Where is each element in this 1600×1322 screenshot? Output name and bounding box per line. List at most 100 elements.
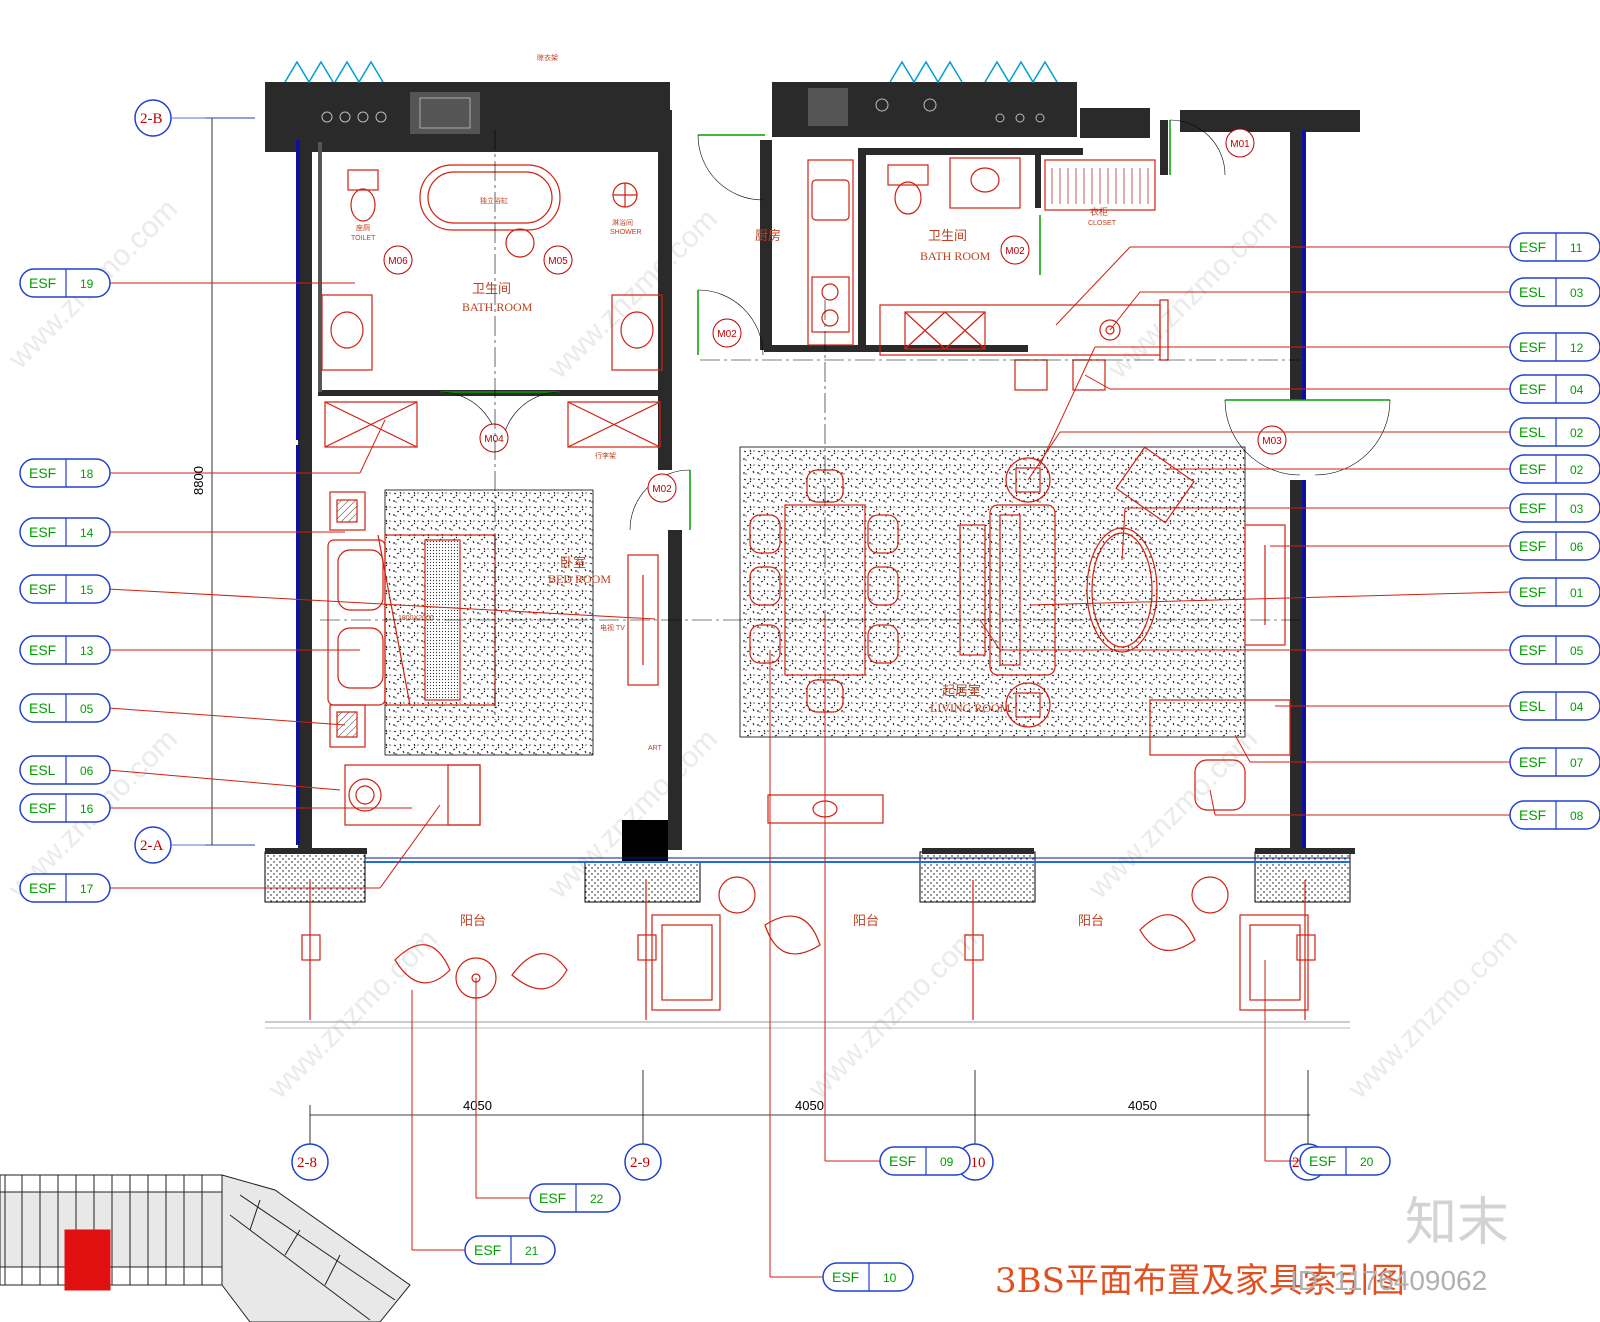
index-tag-number: 02 [1570, 426, 1584, 440]
room-label: 阳台 [460, 914, 486, 929]
index-tag-number: 20 [1360, 1155, 1374, 1169]
axis-label: 2-8 [297, 1155, 317, 1171]
coffee-table [1086, 527, 1158, 653]
index-tag-frame [1509, 691, 1600, 721]
room-label: BED ROOM [548, 572, 611, 586]
index-tag-frame [19, 873, 111, 903]
window-marks [284, 60, 1058, 84]
fixture-label: TOILET [351, 235, 376, 242]
fixture-label: 座厕 [356, 223, 370, 232]
room-label: 厨房 [755, 228, 781, 244]
index-tag-code: ESL [1519, 284, 1546, 300]
index-tag-number: 06 [80, 764, 94, 778]
index-tag-code: ESF [29, 800, 56, 816]
dimension-vertical: 8800 [191, 466, 206, 495]
index-tag-frame [1509, 277, 1600, 307]
desk [344, 764, 481, 826]
key-plan-inset [0, 1174, 411, 1322]
watermark-text: www.znzmo.com [261, 922, 444, 1105]
index-tag-code: ESF [1519, 381, 1546, 397]
index-tag-number: 22 [590, 1192, 604, 1206]
index-tag-number: 07 [1570, 756, 1584, 770]
index-tag-code: ESF [1519, 339, 1546, 355]
index-tag-code: ESF [889, 1153, 916, 1169]
index-tag-code: ESF [832, 1269, 859, 1285]
dimension-lines [172, 117, 1310, 1160]
index-tag-code: ESL [1519, 698, 1546, 714]
room-label: CLOSET [1088, 220, 1117, 227]
tv-cabinet-living [1244, 524, 1286, 646]
balcony-slab [264, 848, 1355, 1029]
index-tag-number: 12 [1570, 341, 1584, 355]
index-tag-code: ESF [474, 1242, 501, 1258]
nightstand-bottom [329, 704, 366, 748]
index-tag: ESF 16 [19, 793, 111, 823]
index-tag-number: 18 [80, 467, 94, 481]
fixture-label: 电视 TV [600, 623, 625, 632]
room-label: 卫生间 [928, 229, 967, 244]
index-tag-frame [1509, 232, 1600, 262]
nightstand-top [329, 491, 366, 531]
door-tag: M04 [484, 434, 504, 445]
index-tag-code: ESF [1519, 239, 1546, 255]
index-tag-number: 03 [1570, 502, 1584, 516]
room-label: LIVING ROOM [930, 701, 1011, 715]
index-tag-frame [1509, 454, 1600, 484]
dimension-span: 4050 [463, 1098, 492, 1113]
index-tag-frame [19, 517, 111, 547]
index-tag: ESL 06 [19, 755, 111, 785]
index-tag-code: ESL [1519, 424, 1546, 440]
door-tag: M02 [1005, 246, 1025, 257]
index-tag-number: 21 [525, 1244, 539, 1258]
watermark-brand: 知末 [1405, 1193, 1509, 1253]
index-tag-code: ESL [29, 762, 56, 778]
watermark-text: www.znzmo.com [1081, 722, 1264, 905]
index-tag: ESF 21 [464, 1235, 556, 1265]
index-tag-frame [1509, 531, 1600, 561]
index-tag-number: 05 [1570, 644, 1584, 658]
index-tag-number: 05 [80, 702, 94, 716]
index-tag-number: 04 [1570, 700, 1584, 714]
index-tag-code: ESF [1519, 538, 1546, 554]
index-tag-number: 01 [1570, 586, 1584, 600]
room-label: 卧室 [560, 555, 586, 571]
toilet [347, 169, 379, 191]
axis-label: 2-9 [630, 1155, 650, 1171]
index-tag: ESF 11 [1509, 232, 1600, 262]
watermark-text: www.znzmo.com [1101, 202, 1284, 385]
index-tag-code: ESL [29, 700, 56, 716]
vanity-left [321, 294, 373, 371]
door-tag: M03 [1262, 436, 1282, 447]
index-tag-frame [19, 693, 111, 723]
index-tag-frame [1509, 747, 1600, 777]
index-tag-frame [879, 1146, 971, 1176]
axis-label: 2-B [140, 111, 163, 127]
index-tag: ESL 05 [19, 693, 111, 723]
room-labels: 卫生间 BATH ROOM 厨房 卫生间 BATH ROOM 衣柜 CLOSET… [351, 53, 1117, 929]
index-tag-number: 16 [80, 802, 94, 816]
index-tag-code: ESF [29, 880, 56, 896]
door-tag: M01 [1230, 139, 1250, 150]
index-tag-code: ESF [1519, 584, 1546, 600]
watermark-id: ID: 1176409062 [1290, 1265, 1487, 1296]
room-label: 衣柜 [1090, 206, 1108, 217]
index-tag-frame [1509, 374, 1600, 404]
fixture-label: ART [648, 745, 663, 752]
index-tag-frame [1509, 635, 1600, 665]
fixture-label: 独立浴缸 [480, 196, 508, 205]
fixture-label: 晾衣架 [537, 53, 558, 62]
index-tag-number: 11 [1570, 241, 1583, 255]
